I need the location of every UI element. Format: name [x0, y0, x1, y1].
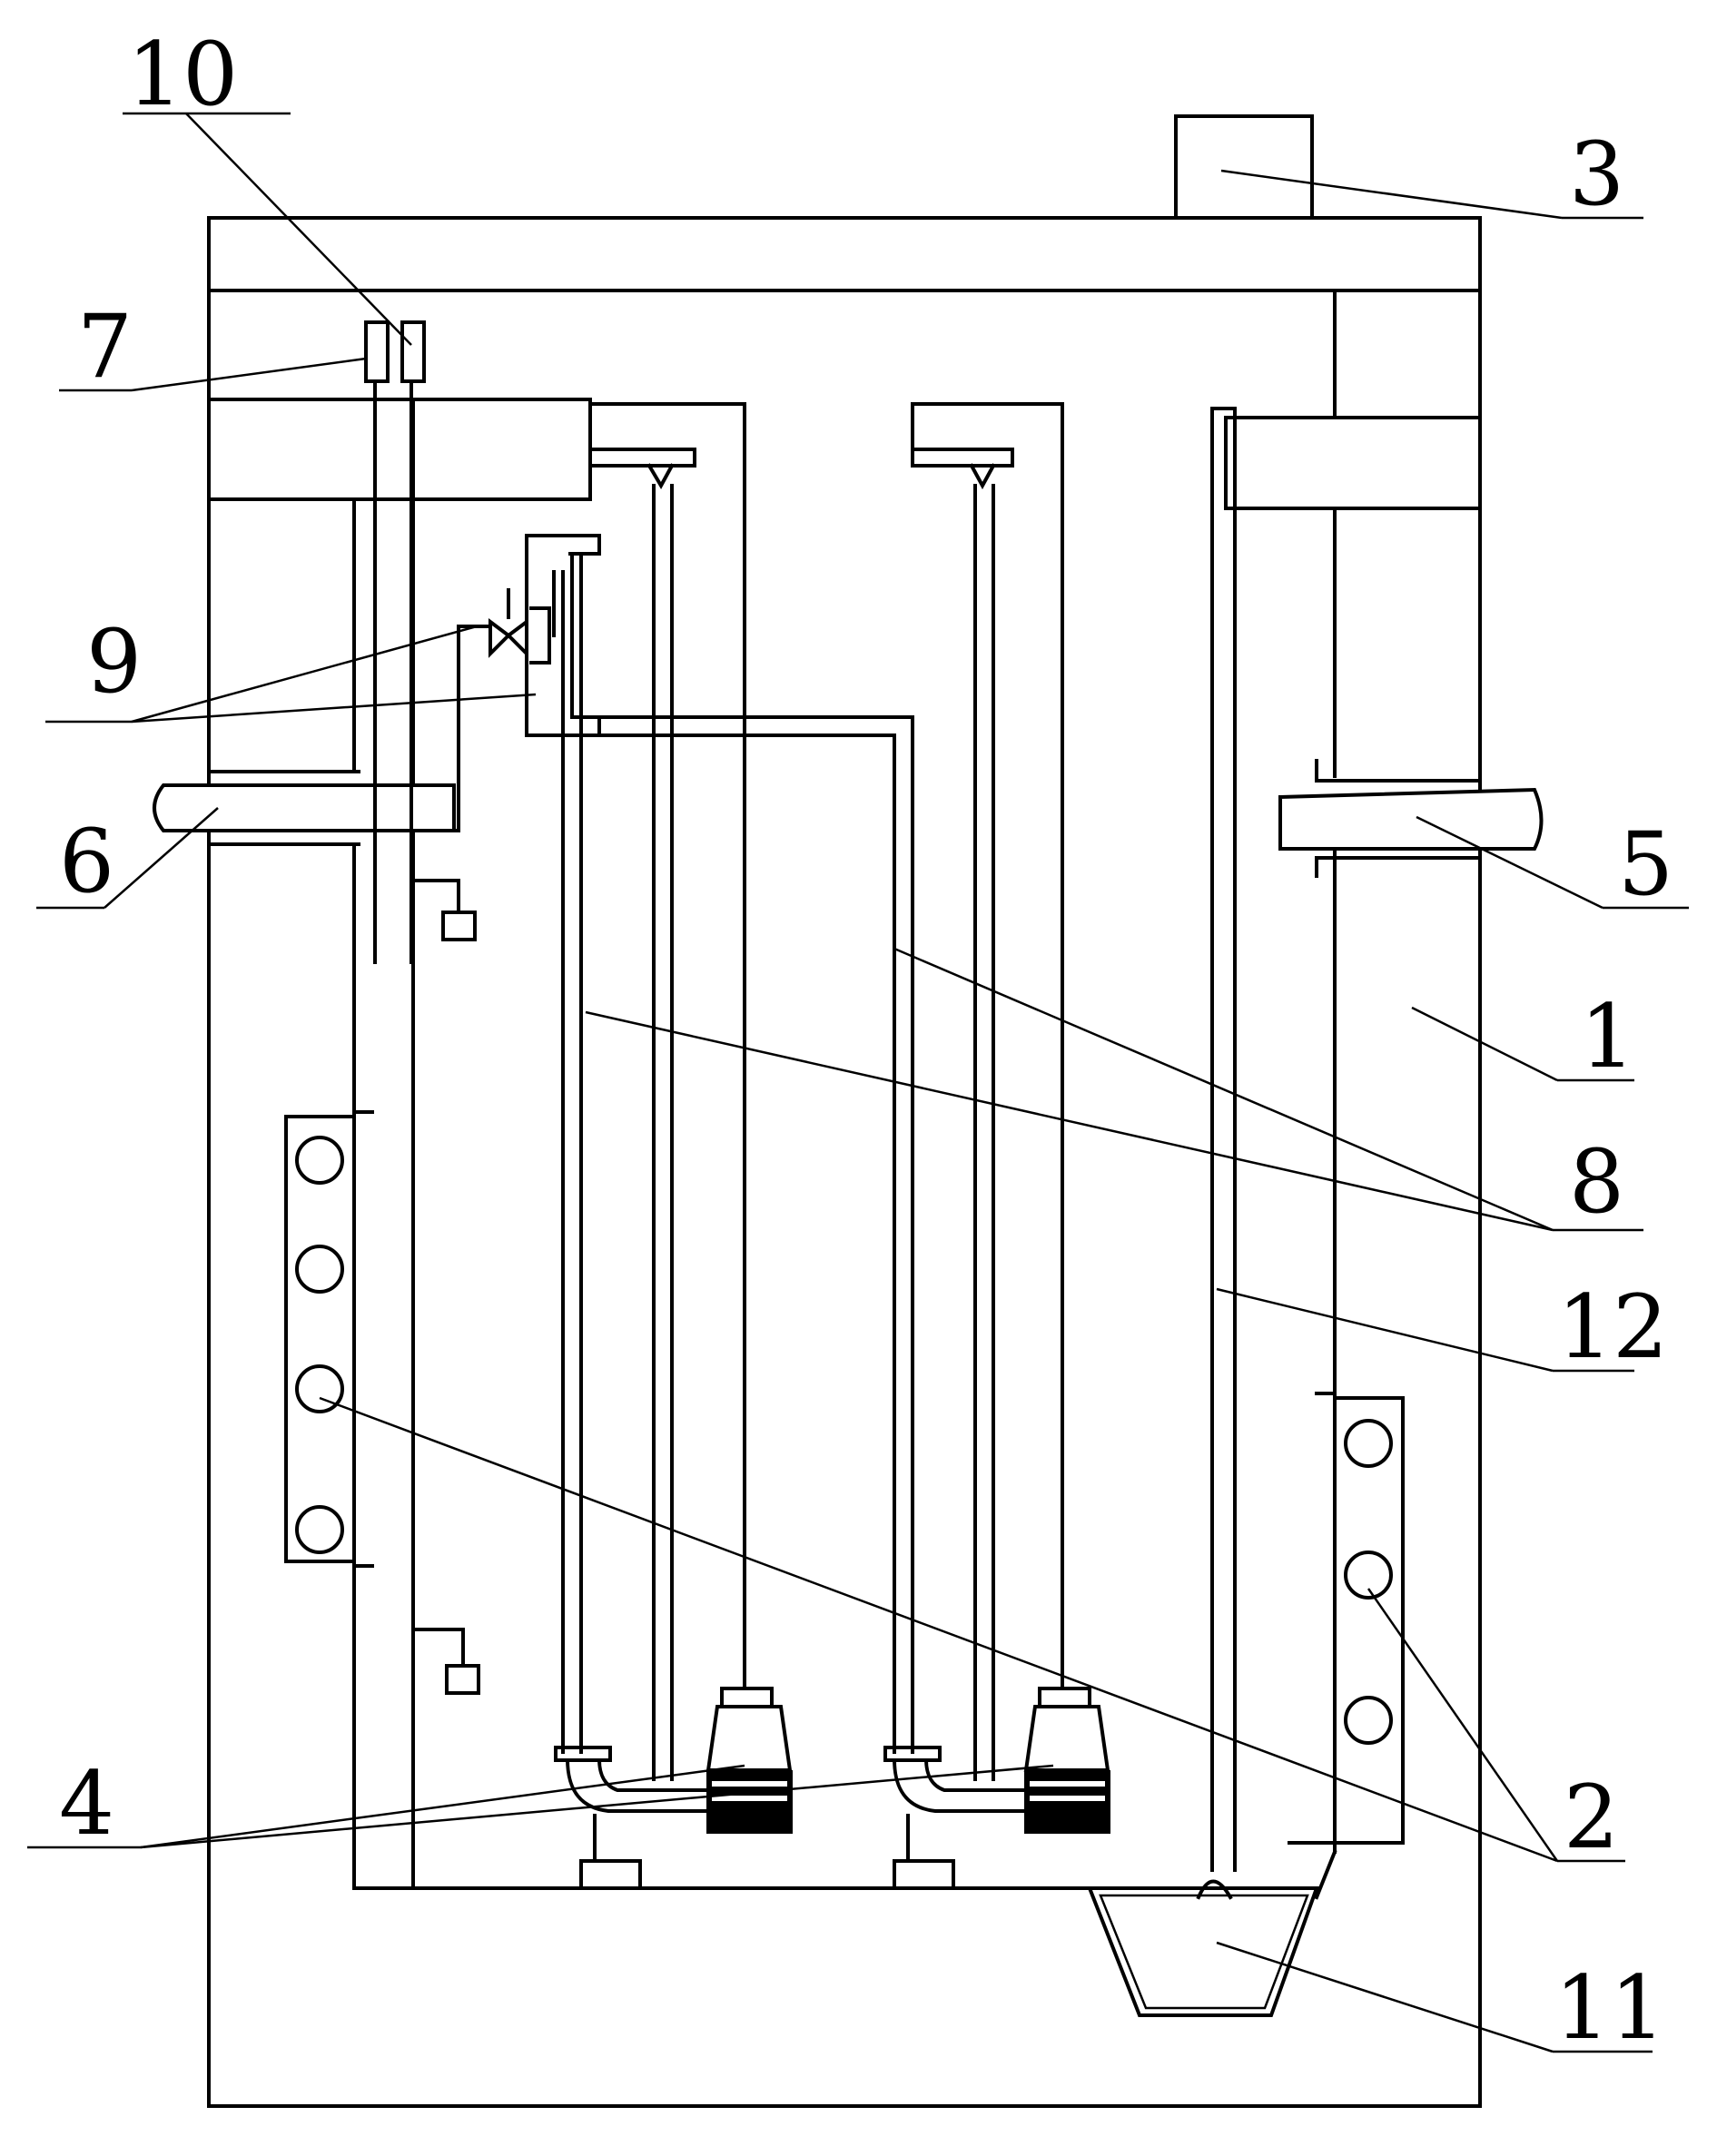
outer-housing	[207, 216, 1482, 2108]
upper-left-platform	[207, 398, 592, 773]
level-sensors	[364, 320, 426, 964]
label-4: 4	[59, 1753, 114, 1855]
pump-2-assembly	[597, 402, 1110, 1890]
label-9: 9	[86, 611, 142, 713]
sump-basket-assembly	[1087, 407, 1319, 2017]
inner-right-wall	[1314, 507, 1337, 1900]
label-10: 10	[127, 24, 238, 125]
pump-1-assembly	[554, 402, 793, 1890]
label-5: 5	[1618, 813, 1673, 915]
float-switches	[411, 879, 480, 1695]
label-2: 2	[1564, 1767, 1619, 1868]
left-ladder	[284, 1110, 374, 1568]
vent-cap	[1174, 114, 1314, 220]
label-6: 6	[59, 811, 114, 912]
reference-labels: 10 3 7 9 6 5 1 8 12 2 4 11	[59, 24, 1673, 2059]
label-8: 8	[1569, 1131, 1624, 1233]
outlet-pipe-left	[153, 770, 456, 846]
label-7: 7	[77, 296, 133, 398]
label-3: 3	[1569, 123, 1624, 225]
right-ladder	[1288, 1392, 1405, 1845]
leader-lines	[27, 112, 1689, 2053]
label-11: 11	[1554, 1957, 1665, 2059]
valve-assembly	[434, 534, 601, 832]
label-1: 1	[1580, 986, 1635, 1088]
inlet-pipe-right	[1278, 759, 1544, 878]
label-12: 12	[1557, 1276, 1668, 1378]
upper-right-platform	[1224, 289, 1482, 510]
